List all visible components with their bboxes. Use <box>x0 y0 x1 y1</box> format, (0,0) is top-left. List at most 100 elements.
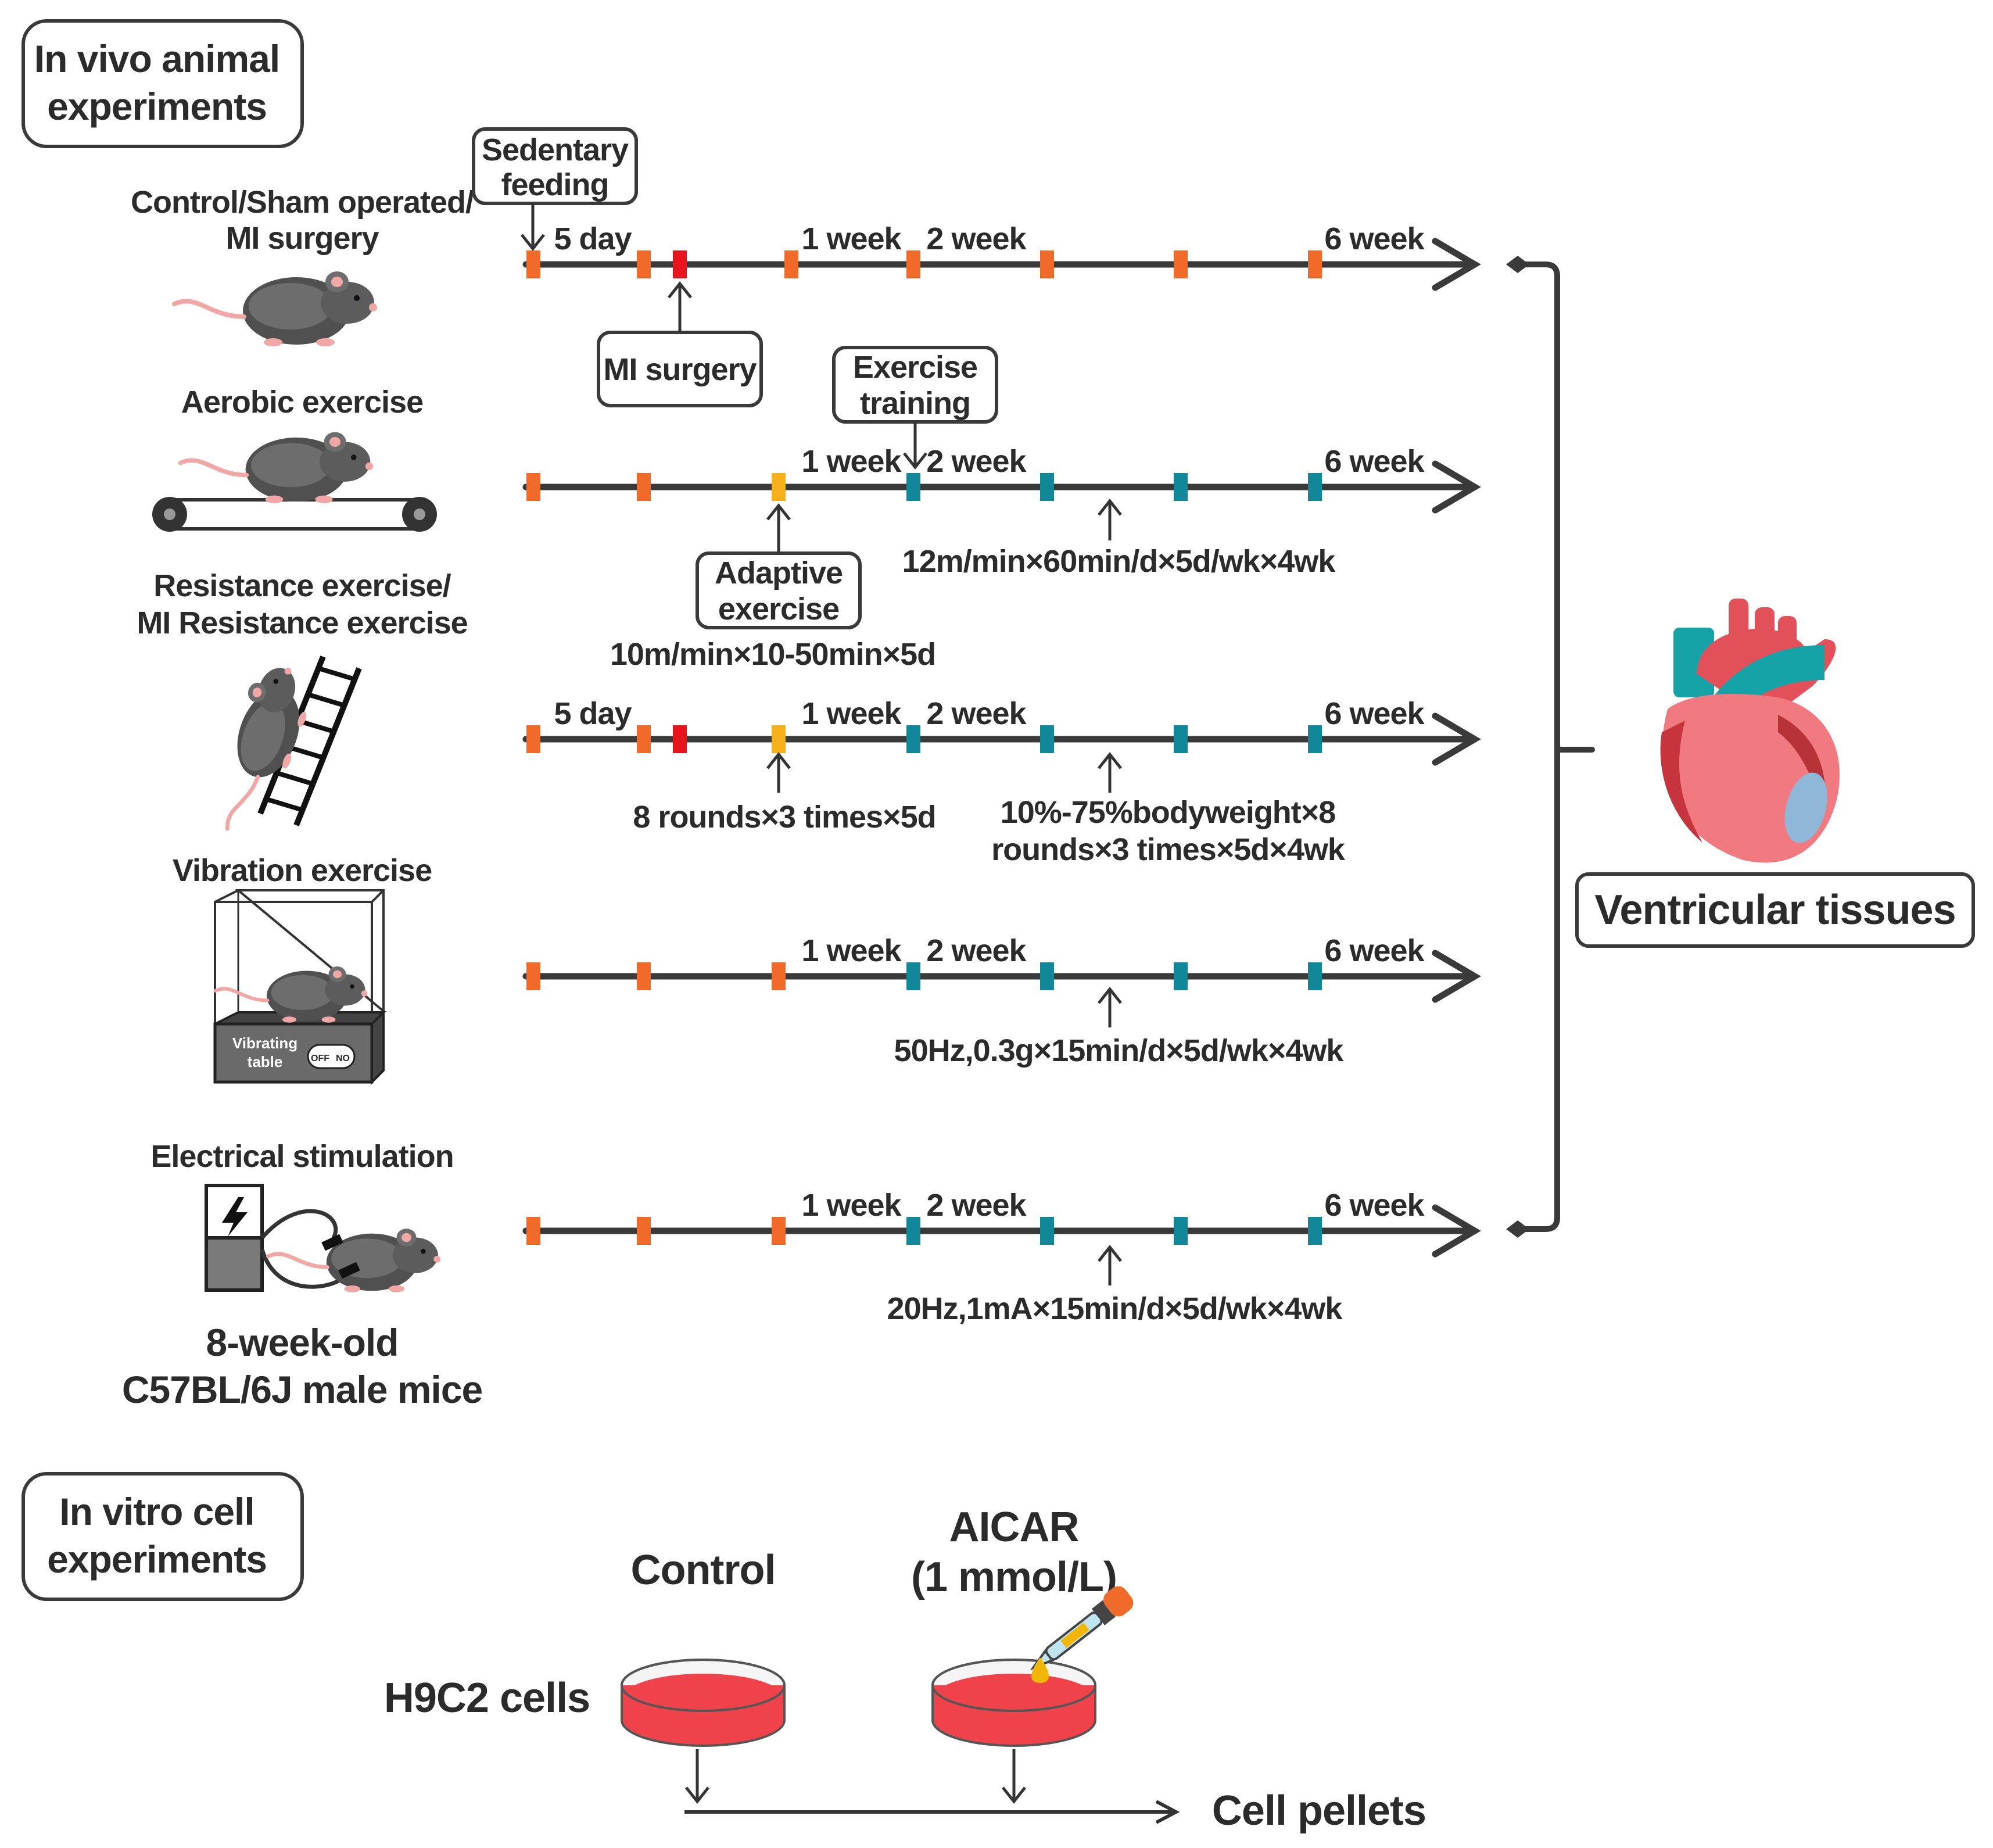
timeline-marker <box>906 1217 920 1245</box>
petri-dish-control <box>621 1659 786 1747</box>
timeline-marker <box>1174 250 1188 278</box>
time-label-week1: 1 week <box>801 221 902 256</box>
mouse-control-illustration <box>174 271 377 346</box>
ventricular-tissues-box: Ventricular tissues <box>1575 872 1975 948</box>
timeline-marker <box>637 725 651 753</box>
time-label-week6: 6 week <box>1324 696 1425 731</box>
callout-mi-surgery: MI surgery <box>597 281 763 407</box>
group-label-control-line1: Control/Sham operated/ <box>131 185 474 220</box>
electrical-stimulator-illustration <box>205 1184 440 1292</box>
in-vitro-section-box: In vitro cell experiments <box>21 1472 304 1601</box>
time-label-week1: 1 week <box>801 444 902 479</box>
timeline-electrical: 1 week 2 week 6 week <box>522 1188 1481 1258</box>
in-vitro-title-line2: experiments <box>47 1538 267 1581</box>
ladder-illustration <box>202 657 362 841</box>
timeline-marker <box>1040 250 1054 278</box>
timeline-marker <box>637 1217 651 1245</box>
timeline-arrowhead <box>1432 950 1481 1003</box>
callout-adaptive-line1: Adaptive <box>715 556 843 590</box>
timeline-aerobic: 1 week 2 week 6 week <box>522 444 1481 514</box>
group-label-resistance-line2: MI Resistance exercise <box>137 606 467 640</box>
timeline-marker <box>906 473 920 501</box>
aicar-label-line1: AICAR <box>949 1504 1079 1550</box>
timeline-marker <box>637 962 651 990</box>
time-label-week6: 6 week <box>1324 444 1425 479</box>
time-label-week6: 6 week <box>1324 1188 1425 1223</box>
timeline-marker <box>784 250 798 278</box>
time-label-week1: 1 week <box>801 1188 902 1223</box>
callout-mi-surgery-text: MI surgery <box>603 352 757 387</box>
timeline-marker <box>1040 725 1054 753</box>
callout-adaptive-line2: exercise <box>718 592 839 626</box>
timeline-marker <box>1040 962 1054 990</box>
timeline-marker <box>772 473 786 501</box>
timeline-marker <box>906 962 920 990</box>
timeline-marker <box>673 250 687 278</box>
timeline-marker <box>1308 962 1322 990</box>
timelines: 5 day 1 week 2 week 6 week 1 week 2 week 6 wee… <box>522 221 1481 1258</box>
group-label-vibration: Vibration exercise <box>173 853 432 888</box>
timeline-marker <box>673 725 687 753</box>
timeline-arrowhead <box>1432 238 1481 291</box>
in-vivo-title-line1: In vivo animal <box>34 37 279 80</box>
petri-dish-aicar <box>931 1659 1096 1747</box>
mice-note-line1: 8-week-old <box>206 1321 398 1364</box>
merge-bracket <box>1506 256 1595 1238</box>
time-label-week2: 2 week <box>926 933 1027 968</box>
time-label-week2: 2 week <box>926 1188 1027 1223</box>
timeline-marker <box>637 473 651 501</box>
callout-exercise-line2: training <box>860 386 970 421</box>
mice-note-line2: C57BL/6J male mice <box>122 1368 482 1411</box>
vibrating-table-switch: OFF NO <box>307 1044 356 1069</box>
timeline-marker <box>526 725 540 753</box>
timeline-marker <box>1308 250 1322 278</box>
protocol-vibration: 50Hz,0.3g×15min/d×5d/wk×4wk <box>894 1033 1345 1068</box>
timeline-marker <box>1174 1217 1188 1245</box>
vibration-cage-illustration: Vibrating table OFF NO <box>213 889 386 1085</box>
timeline-arrowhead <box>1432 1204 1481 1258</box>
timeline-marker <box>526 1217 540 1245</box>
time-label-week1: 1 week <box>801 696 902 731</box>
group-label-control-line2: MI surgery <box>225 221 379 256</box>
timeline-marker <box>1174 962 1188 990</box>
timeline-marker <box>1308 473 1322 501</box>
timeline-marker <box>772 1217 786 1245</box>
callout-adaptive-exercise: Adaptive exercise <box>696 503 862 629</box>
time-label-week2: 2 week <box>926 696 1027 731</box>
timeline-resistance: 5 day 1 week 2 week 6 week <box>522 696 1481 766</box>
timeline-marker <box>906 725 920 753</box>
switch-on-label: NO <box>336 1054 350 1063</box>
protocol-resistance-line2: rounds×3 times×5d×4wk <box>991 832 1346 867</box>
timeline-marker <box>637 250 651 278</box>
ventricular-tissues-label: Ventricular tissues <box>1594 887 1955 933</box>
timeline-marker <box>1308 1217 1322 1245</box>
timeline-marker <box>1174 725 1188 753</box>
vibrating-table-label-line2: table <box>248 1053 283 1070</box>
timeline-marker <box>1040 473 1054 501</box>
timeline-arrowhead <box>1432 712 1481 766</box>
cell-pellets-label: Cell pellets <box>1212 1788 1426 1834</box>
group-label-aerobic: Aerobic exercise <box>181 385 423 420</box>
timeline-marker <box>906 250 920 278</box>
in-vivo-title-line2: experiments <box>47 85 267 128</box>
timeline-marker <box>526 250 540 278</box>
protocol-adaptive-resistance: 8 rounds×3 times×5d <box>633 800 935 835</box>
protocol-electrical: 20Hz,1mA×15min/d×5d/wk×4wk <box>887 1291 1343 1326</box>
group-label-resistance-line1: Resistance exercise/ <box>153 568 451 603</box>
lightning-icon <box>222 1197 248 1237</box>
group-label-electrical: Electrical stimulation <box>150 1139 453 1174</box>
vibrating-table-label-line1: Vibrating <box>232 1034 297 1052</box>
timeline-marker <box>1308 725 1322 753</box>
time-label-day5: 5 day <box>554 221 632 256</box>
time-label-week2: 2 week <box>926 444 1027 479</box>
time-label-day5: 5 day <box>554 696 632 731</box>
time-label-week6: 6 week <box>1324 221 1425 256</box>
h9c2-cells-label: H9C2 cells <box>384 1675 590 1721</box>
protocol-resistance-line1: 10%-75%bodyweight×8 <box>1001 795 1336 830</box>
switch-off-label: OFF <box>311 1054 329 1063</box>
timeline-marker <box>526 962 540 990</box>
timeline-marker <box>1040 1217 1054 1245</box>
time-label-week6: 6 week <box>1324 933 1425 968</box>
